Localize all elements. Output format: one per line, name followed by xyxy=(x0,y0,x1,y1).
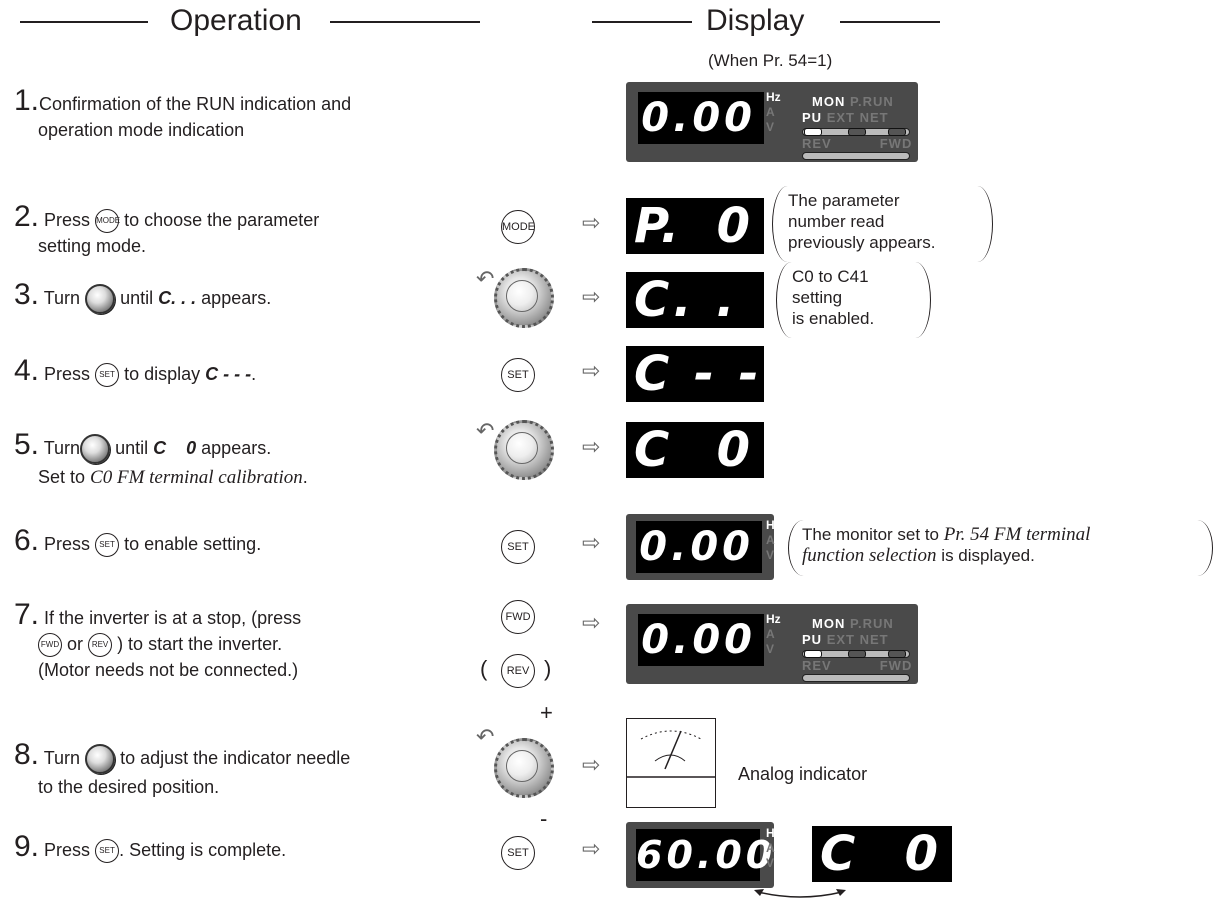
display-readout: C - - - xyxy=(626,346,764,458)
note-bracket-left xyxy=(776,262,807,338)
mode-key-icon: MODE xyxy=(95,209,120,234)
note-bracket-right xyxy=(900,262,931,338)
arrow-right-icon: ⇨ xyxy=(582,284,601,309)
pu-led xyxy=(804,650,822,658)
note-bracket-right xyxy=(962,186,993,262)
setting-dial-icon xyxy=(85,744,116,775)
set-button[interactable]: SET xyxy=(501,530,535,564)
rev-key-icon: REV xyxy=(88,633,113,658)
display-readout: 0.00 xyxy=(638,92,764,144)
display-readout: 0.00 xyxy=(636,521,762,573)
arrow-right-icon: ⇨ xyxy=(582,434,601,459)
alternate-arrow-icon xyxy=(752,884,848,904)
analog-indicator-label: Analog indicator xyxy=(738,764,868,784)
arc-arrow-icon: ↶ xyxy=(476,418,495,443)
direction-led-bar xyxy=(802,152,910,160)
mon-indicator: MON P.RUN xyxy=(812,94,894,109)
arc-arrow-icon: ↶ xyxy=(476,724,495,749)
operation-rule-left xyxy=(20,21,148,23)
display-readout: 60.00 xyxy=(636,829,772,881)
mon-indicator: MON P.RUN xyxy=(812,616,894,631)
arrow-right-icon: ⇨ xyxy=(582,752,601,777)
pu-led xyxy=(804,128,822,136)
fwd-button[interactable]: FWD xyxy=(501,600,535,634)
setting-dial[interactable] xyxy=(494,420,554,480)
display-rule-right xyxy=(840,21,940,23)
arrow-right-icon: ⇨ xyxy=(582,836,601,861)
mode-indicator: PU EXT NET xyxy=(802,110,889,125)
rev-button[interactable]: REV xyxy=(501,654,535,688)
note-bracket-left xyxy=(788,520,819,576)
step-9: 9. Press SET. Setting is complete. xyxy=(14,830,287,864)
step-4: 4. Press SET to display C - - -. xyxy=(14,354,257,388)
display-readout: P.0 xyxy=(626,198,764,254)
setting-dial[interactable] xyxy=(494,268,554,328)
step-2: 2. Press MODE to choose the parameter se… xyxy=(14,200,320,257)
set-button[interactable]: SET xyxy=(501,836,535,870)
arrow-right-icon: ⇨ xyxy=(582,610,601,635)
operation-header: Operation xyxy=(170,4,302,37)
mode-indicator: PU EXT NET xyxy=(802,632,889,647)
set-button[interactable]: SET xyxy=(501,358,535,392)
display-rule-left xyxy=(592,21,692,23)
arrow-right-icon: ⇨ xyxy=(582,358,601,383)
fwd-key-icon: FWD xyxy=(38,633,62,658)
mode-button[interactable]: MODE xyxy=(501,210,535,244)
set-key-icon: SET xyxy=(95,363,120,388)
left-paren: ( xyxy=(480,656,488,681)
set-key-icon: SET xyxy=(95,533,120,558)
step-1: 1.Confirmation of the RUN indication and… xyxy=(14,84,352,141)
step-8: 8. Turn to adjust the indicator needle t… xyxy=(14,738,351,798)
operation-rule-right xyxy=(330,21,480,23)
net-led xyxy=(888,650,906,658)
step-6: 6. Press SET to enable setting. xyxy=(14,524,262,558)
arrow-right-icon: ⇨ xyxy=(582,530,601,555)
direction-led-bar xyxy=(802,674,910,682)
setting-dial[interactable] xyxy=(494,738,554,798)
arc-arrow-icon: ↶ xyxy=(476,266,495,291)
analog-meter-icon xyxy=(626,718,716,808)
setting-dial-icon xyxy=(80,434,111,465)
right-paren: ) xyxy=(544,656,552,681)
net-led xyxy=(888,128,906,136)
note-bracket-right xyxy=(1182,520,1213,576)
display-readout: 0.00 xyxy=(638,614,764,666)
note-bracket-left xyxy=(772,186,803,262)
display-readout: C. . . xyxy=(626,272,764,384)
arrow-right-icon: ⇨ xyxy=(582,210,601,235)
minus-sign: - xyxy=(540,806,548,831)
step-5: 5. Turn until C 0 appears. Set to C0 FM … xyxy=(14,428,308,489)
plus-sign: + xyxy=(540,700,553,725)
display-header: Display xyxy=(706,4,805,37)
step-3: 3. Turn until C. . . appears. xyxy=(14,280,271,315)
ext-led xyxy=(848,650,866,658)
step-7: 7. If the inverter is at a stop, (press … xyxy=(14,598,302,681)
set-key-icon: SET xyxy=(95,839,120,864)
setting-dial-icon xyxy=(85,284,116,315)
display-subheader: (When Pr. 54=1) xyxy=(708,51,833,70)
note-monitor: The monitor set to Pr. 54 FM terminal fu… xyxy=(802,524,1091,566)
ext-led xyxy=(848,128,866,136)
